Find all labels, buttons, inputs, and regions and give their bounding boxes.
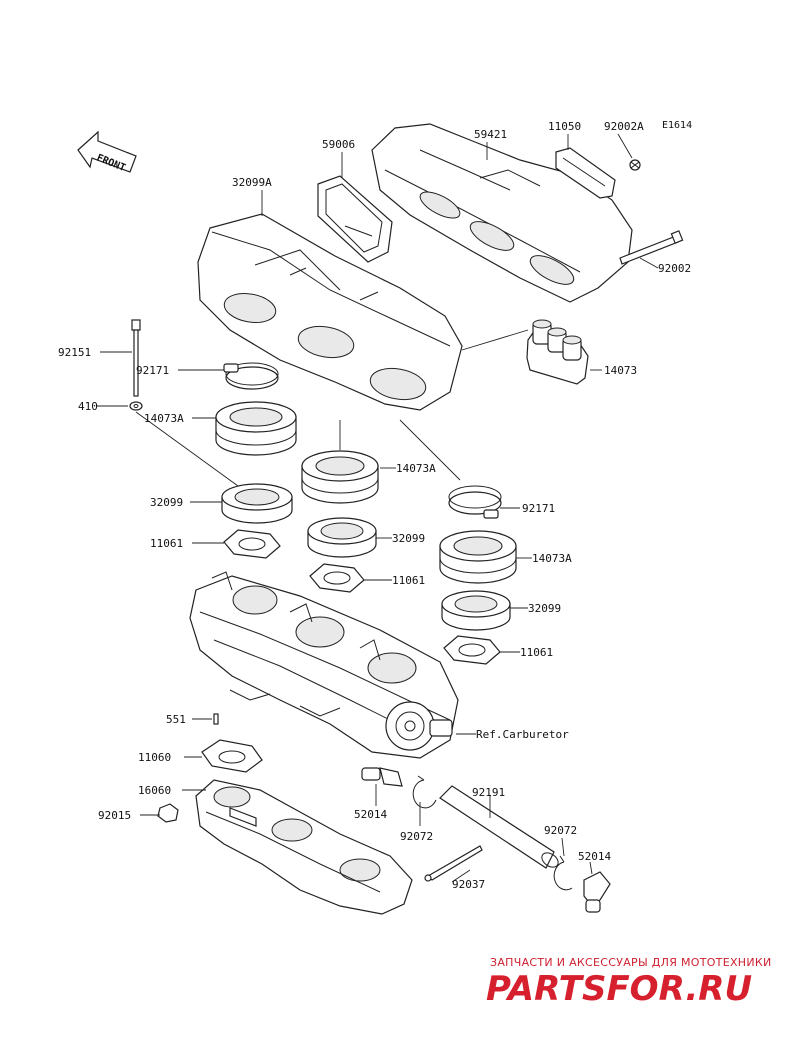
- tie-92037: [424, 845, 483, 882]
- front-arrow: FRONT: [77, 130, 137, 174]
- label-11061-b: 11061: [392, 574, 425, 587]
- label-92072-a: 92072: [400, 830, 433, 843]
- bolt-92151: [131, 319, 141, 397]
- label-59006: 59006: [322, 138, 355, 151]
- watermark-tagline: ЗАПЧАСТИ И АКСЕССУАРЫ ДЛЯ МОТОТЕХНИКИ: [490, 956, 772, 969]
- label-92171-a: 92171: [136, 364, 169, 377]
- label-32099-a: 32099: [150, 496, 183, 509]
- leader-lines: [96, 133, 659, 883]
- gasket-11061-2: [309, 563, 365, 593]
- label-14073: 14073: [604, 364, 637, 377]
- label-92037: 92037: [452, 878, 485, 891]
- hose-92191: [439, 785, 559, 869]
- label-16060: 16060: [138, 784, 171, 797]
- diagram-code: E1614: [662, 120, 692, 131]
- holder-32099-3: [441, 590, 511, 631]
- airbox-cover-59421: [371, 123, 633, 303]
- bolt-92002: [619, 230, 684, 265]
- label-92015: 92015: [98, 809, 131, 822]
- gasket-11060: [201, 739, 263, 773]
- label-11061-c: 11061: [520, 646, 553, 659]
- clamp-92171-right: [448, 485, 502, 519]
- washer-410: [129, 401, 143, 411]
- label-92002: 92002: [658, 262, 691, 275]
- nut-92015: [157, 803, 179, 823]
- label-14073A-a: 14073A: [144, 412, 184, 425]
- label-92171-b: 92171: [522, 502, 555, 515]
- label-32099-b: 32099: [392, 532, 425, 545]
- label-11050: 11050: [548, 120, 581, 133]
- label-14073A-c: 14073A: [532, 552, 572, 565]
- label-410: 410: [78, 400, 98, 413]
- ring-14073A-1: [215, 401, 297, 456]
- filter-14073: [526, 319, 589, 385]
- ring-14073A-3: [439, 530, 517, 584]
- label-32099A: 32099A: [232, 176, 272, 189]
- fitting-52014-left: [361, 767, 403, 787]
- bolt-92002A: [629, 159, 641, 171]
- clamp-92171-left: [223, 362, 279, 390]
- holder-32099-2: [307, 517, 377, 558]
- label-551: 551: [166, 713, 186, 726]
- part-labels: 59006 59421 11050 92002A 32099A 92002 92…: [58, 120, 691, 891]
- manifold-16060: [195, 779, 413, 915]
- label-32099-c: 32099: [528, 602, 561, 615]
- clip-92072-left: [412, 775, 437, 809]
- label-11060: 11060: [138, 751, 171, 764]
- watermark: ЗАПЧАСТИ И АКСЕССУАРЫ ДЛЯ МОТОТЕХНИКИ PA…: [486, 956, 772, 1009]
- label-ref-carburetor: Ref.Carburetor: [476, 728, 569, 741]
- gasket-11061-3: [443, 635, 501, 665]
- plug-551: [213, 713, 219, 725]
- label-11061-a: 11061: [150, 537, 183, 550]
- label-59421: 59421: [474, 128, 507, 141]
- label-92072-b: 92072: [544, 824, 577, 837]
- holder-32099-1: [221, 483, 293, 524]
- label-92151: 92151: [58, 346, 91, 359]
- label-92191: 92191: [472, 786, 505, 799]
- fitting-52014-right: [583, 871, 611, 913]
- label-92002A: 92002A: [604, 120, 644, 133]
- watermark-brand: PARTSFOR.RU: [486, 969, 752, 1009]
- carburetor-assembly: [189, 571, 459, 759]
- gasket-11061-1: [223, 529, 281, 559]
- plate-11050: [555, 147, 616, 199]
- ring-14073A-2: [301, 450, 379, 504]
- clip-92072-right: [553, 855, 573, 891]
- label-52014-b: 52014: [578, 850, 611, 863]
- label-52014-a: 52014: [354, 808, 387, 821]
- label-14073A-b: 14073A: [396, 462, 436, 475]
- airbox-lower-32099A: [197, 213, 463, 411]
- gasket-59006: [317, 175, 393, 263]
